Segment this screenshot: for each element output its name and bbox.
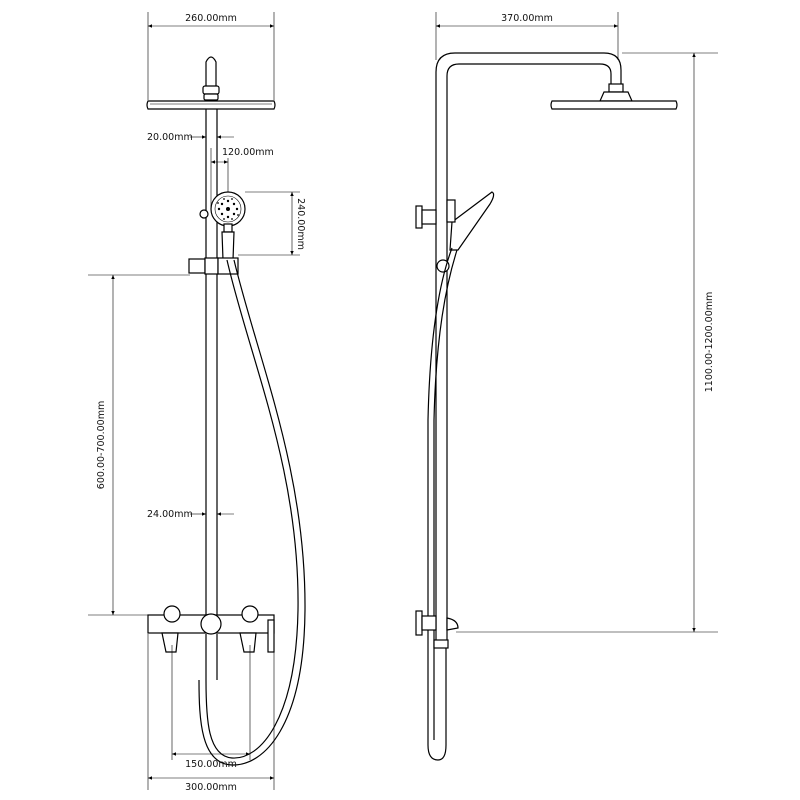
side-hose (427, 247, 458, 761)
side-wall-bracket-lower (415, 610, 459, 649)
label-handshower-offset: 120.00mm (222, 147, 274, 158)
dimension-total-height: 1100.00-1200.00mm (456, 52, 718, 633)
label-pipe-diameter: 20.00mm (147, 132, 193, 143)
dimension-bracket-height: 600.00-700.00mm (88, 274, 190, 616)
hand-shower (199, 191, 246, 261)
label-lower-pipe-diameter: 24.00mm (147, 509, 193, 520)
side-riser-arm (435, 52, 622, 640)
dimension-lower-pipe-diameter: 24.00mm (147, 509, 234, 520)
slide-bracket (188, 257, 239, 275)
lower-spout (205, 634, 218, 680)
dimension-arm-reach: 370.00mm (435, 12, 619, 60)
mixer-valve (147, 605, 275, 653)
dimension-pipe-diameter: 20.00mm (147, 132, 234, 143)
riser-pipe (205, 100, 218, 615)
label-valve-centers: 150.00mm (185, 759, 237, 770)
side-view: 370.00mm 1100.00-1200.00mm (415, 12, 718, 761)
dimension-handshower-height: 240.00mm (238, 191, 306, 256)
side-hand-shower (436, 191, 495, 273)
label-handshower-height: 240.00mm (295, 198, 306, 250)
side-wall-bracket-upper (415, 205, 437, 229)
dimension-handshower-offset: 120.00mm (210, 147, 274, 208)
rain-shower-head (146, 100, 276, 110)
label-total-height: 1100.00-1200.00mm (704, 292, 715, 393)
front-view: 260.00mm 20.00mm 120.00mm 240.00mm 600. (88, 12, 306, 793)
label-valve-width: 300.00mm (185, 782, 237, 793)
label-bracket-height: 600.00-700.00mm (96, 401, 107, 489)
top-arm (202, 56, 220, 101)
shower-hose (198, 259, 306, 766)
dimension-valve-centers: 150.00mm (171, 645, 251, 770)
side-rain-head (550, 83, 678, 110)
dimension-valve-width: 300.00mm (147, 634, 275, 793)
dimension-head-width: 260.00mm (147, 12, 275, 100)
label-arm-reach: 370.00mm (501, 13, 553, 24)
label-head-width: 260.00mm (185, 13, 237, 24)
